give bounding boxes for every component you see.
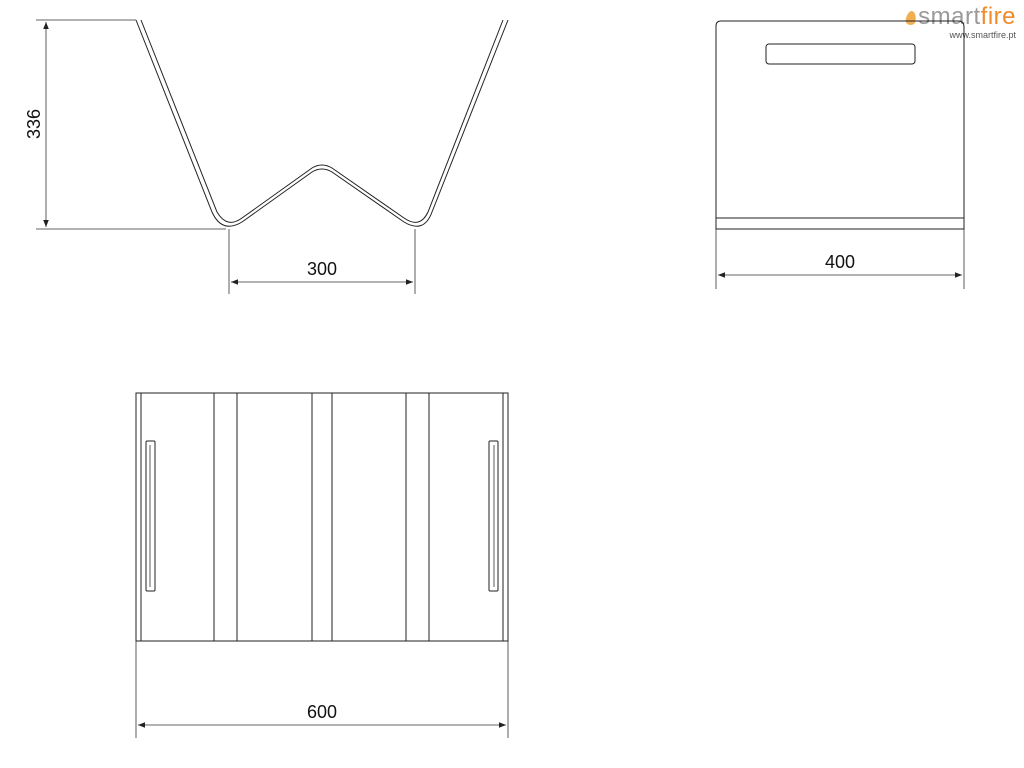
fold-lines (213, 393, 430, 641)
left-handle-slot (145, 440, 156, 592)
brand-wordmark: smartfire (905, 3, 1016, 30)
length-dimension-label: 600 (307, 702, 337, 722)
depth-dimension: 400 (715, 229, 965, 289)
height-dimension-label: 336 (24, 109, 44, 139)
bottom-width-dimension: 300 (228, 229, 416, 294)
length-dimension: 600 (135, 641, 509, 738)
brand-name-part1: smart (918, 3, 981, 30)
right-handle-slot (488, 440, 499, 592)
handle-slot (765, 43, 916, 65)
brand-url: www.smartfire.pt (949, 30, 1016, 40)
top-view: 600 (135, 392, 509, 738)
brand-name-part2: fire (980, 3, 1016, 30)
bottom-width-dimension-label: 300 (307, 259, 337, 279)
front-view: 336 300 (24, 19, 509, 294)
side-view: 400 (715, 20, 965, 289)
brand-logo: smartfire www.smartfire.pt (905, 3, 1016, 40)
depth-dimension-label: 400 (825, 252, 855, 272)
top-outline (135, 392, 509, 642)
height-dimension: 336 (24, 19, 226, 230)
w-profile-outline (135, 19, 509, 227)
side-panel-outline (715, 20, 965, 230)
